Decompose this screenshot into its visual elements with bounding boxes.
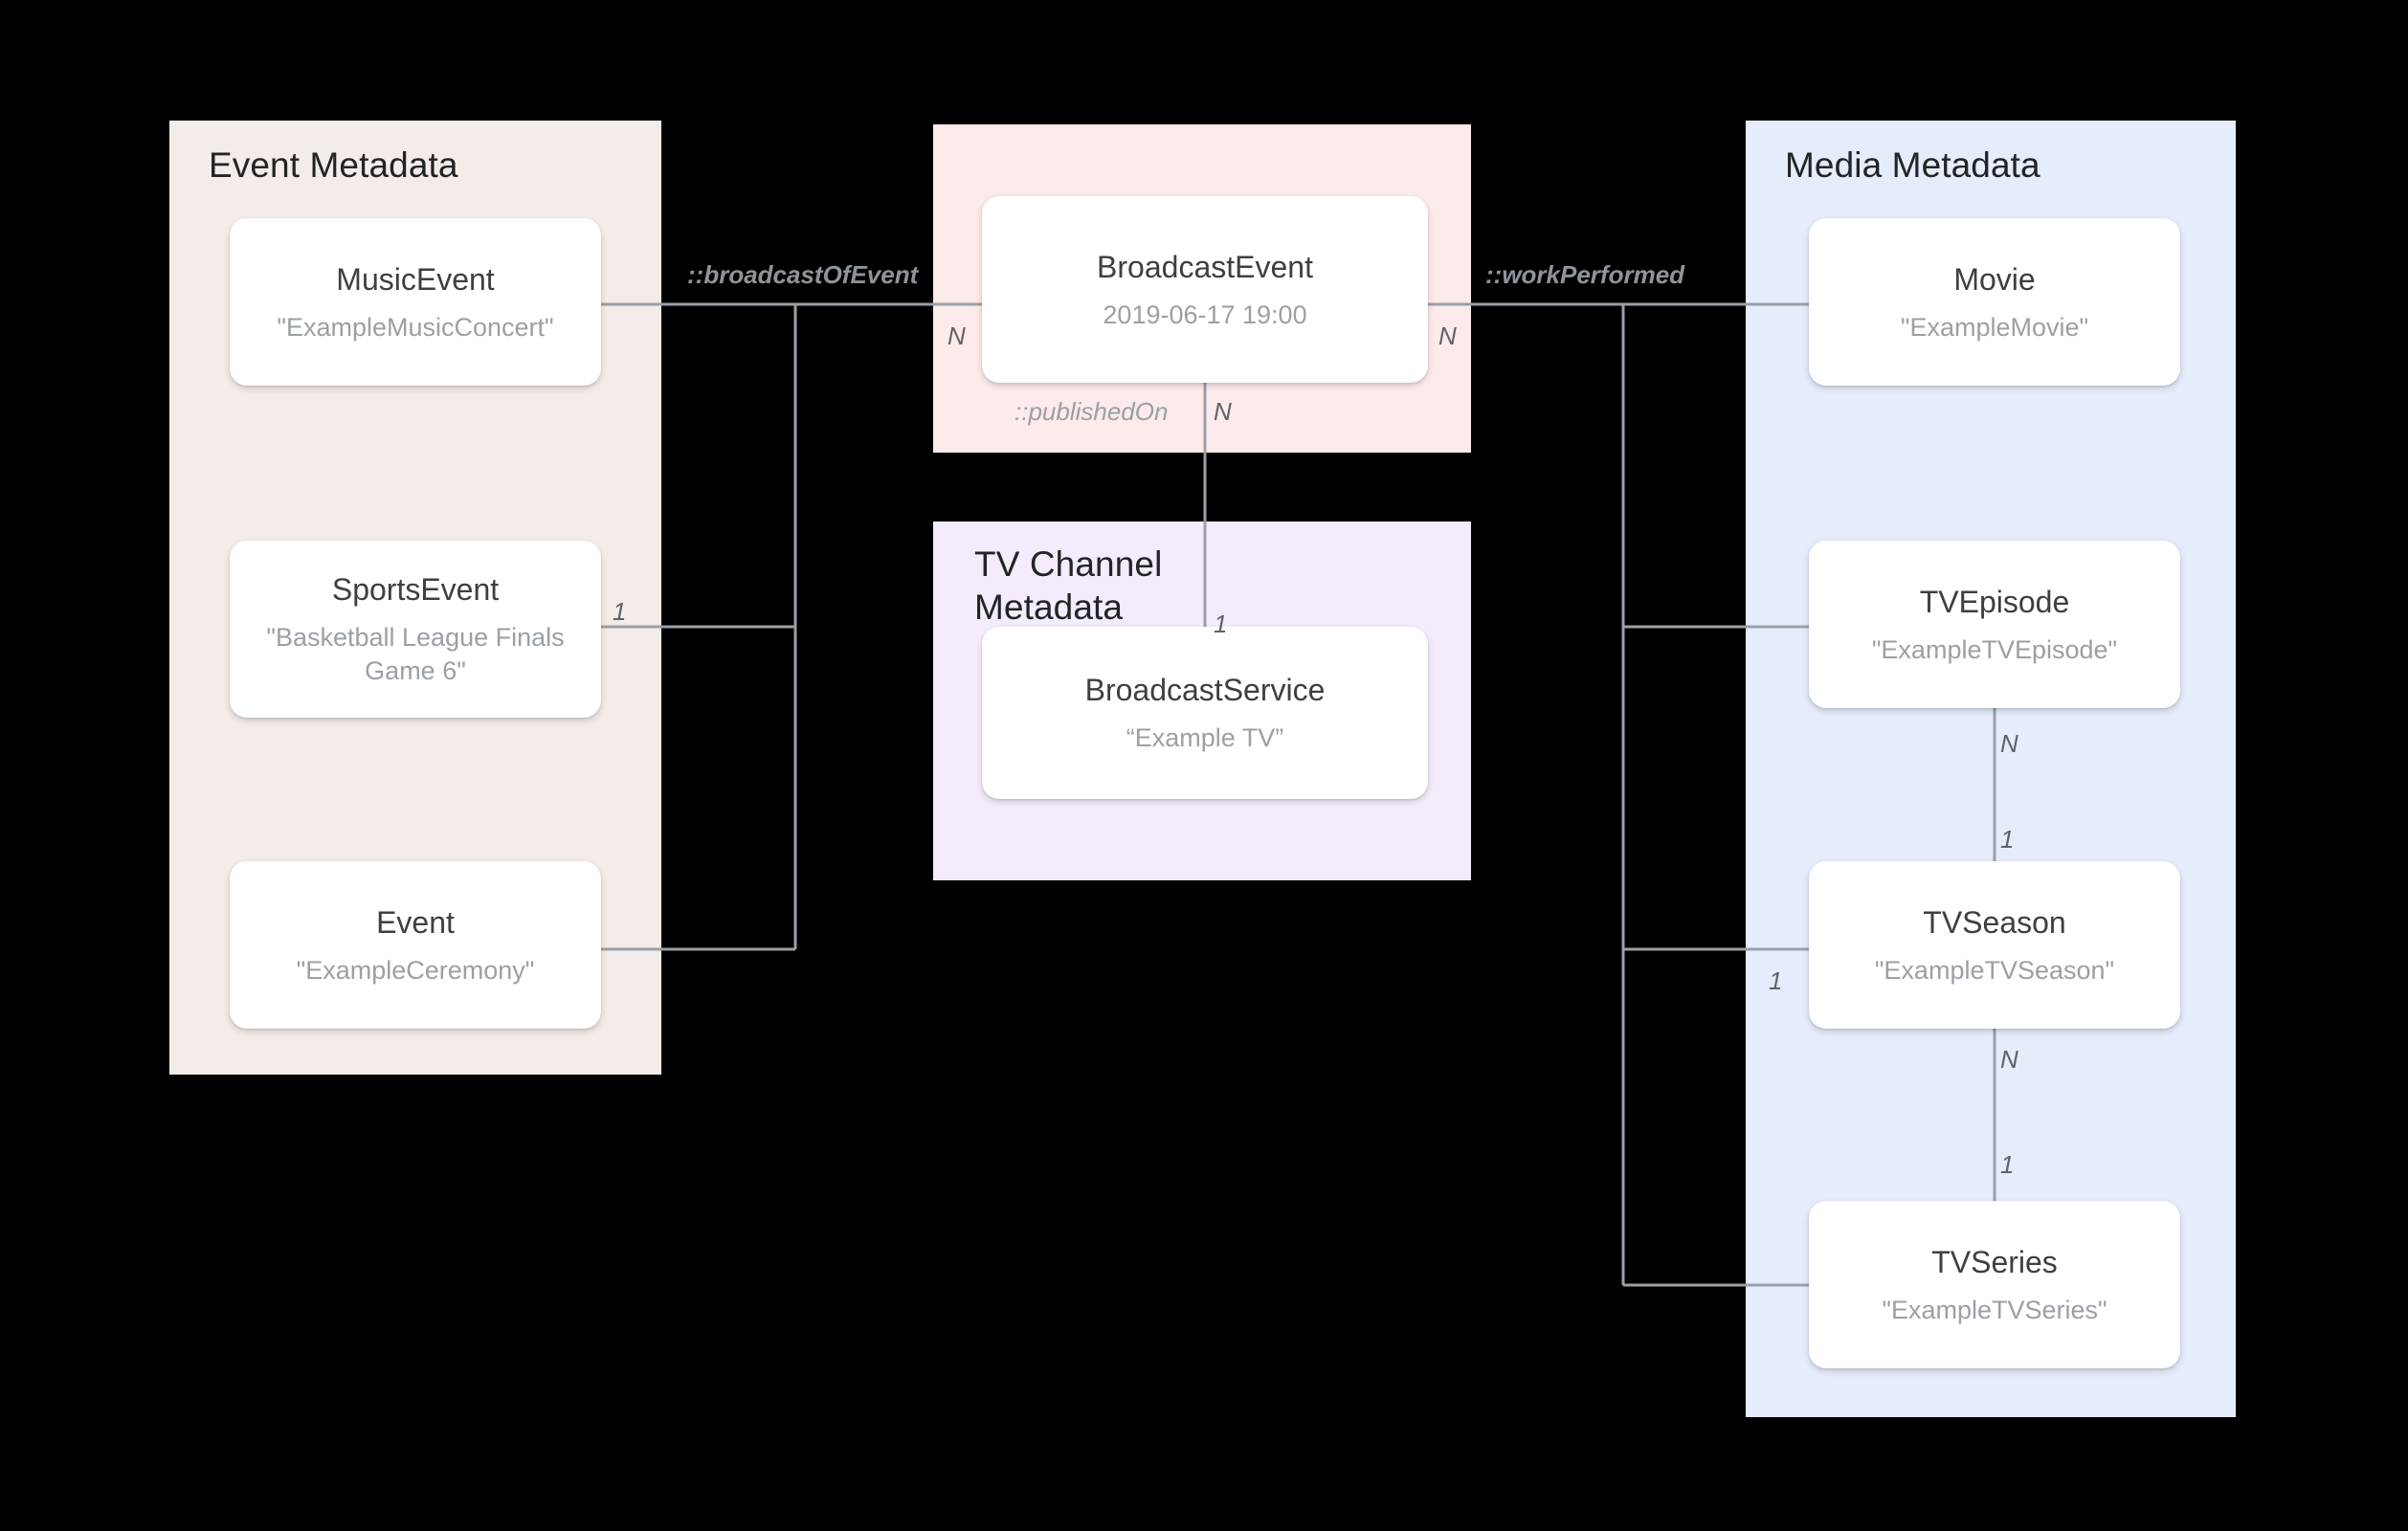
cardinality-tvepisode-n: N: [2000, 729, 2018, 758]
entity-value-label: 2019-06-17 19:00: [1103, 300, 1307, 329]
entity-type-label: Event: [376, 904, 455, 940]
entity-type-label: TVEpisode: [1919, 584, 2070, 619]
cardinality-tvseason-left-1: 1: [1769, 966, 1783, 995]
entity-card-musicevent[interactable]: MusicEvent "ExampleMusicConcert": [230, 218, 601, 386]
entity-value-label: “Example TV”: [1126, 723, 1284, 752]
entity-type-label: TVSeries: [1931, 1244, 2058, 1279]
entity-value-label: "ExampleMusicConcert": [277, 312, 554, 342]
relation-label-workperformed: ::workPerformed: [1485, 260, 1685, 289]
entity-value-label: "ExampleTVSeason": [1874, 955, 2115, 985]
entity-card-event[interactable]: Event "ExampleCeremony": [230, 861, 601, 1029]
entity-card-broadcastevent[interactable]: BroadcastEvent 2019-06-17 19:00: [982, 196, 1428, 383]
entity-card-movie[interactable]: Movie "ExampleMovie": [1809, 218, 2180, 386]
entity-value-label: "ExampleTVSeries": [1882, 1295, 2107, 1324]
entity-type-label: SportsEvent: [331, 572, 500, 607]
entity-value-label: "ExampleCeremony": [296, 955, 535, 985]
cardinality-broadcastevent-right: N: [1438, 322, 1457, 350]
cardinality-sportsevent-1: 1: [613, 597, 627, 626]
cardinality-publishedon-n: N: [1214, 397, 1232, 426]
entity-card-tvseries[interactable]: TVSeries "ExampleTVSeries": [1809, 1201, 2180, 1368]
entity-type-label: TVSeason: [1923, 904, 2066, 940]
relation-label-publishedon: ::publishedOn: [1014, 397, 1169, 426]
cardinality-broadcastevent-left: N: [948, 322, 966, 350]
entity-card-broadcastservice[interactable]: BroadcastService “Example TV”: [982, 627, 1428, 799]
entity-type-label: MusicEvent: [336, 261, 495, 297]
entity-card-tvepisode[interactable]: TVEpisode "ExampleTVEpisode": [1809, 541, 2180, 708]
relation-label-broadcastofevent: ::broadcastOfEvent: [687, 260, 919, 289]
cardinality-broadcastservice-1: 1: [1214, 610, 1228, 638]
entity-type-label: BroadcastService: [1084, 673, 1326, 707]
entity-value-label: "Basketball League Finals Game 6": [266, 623, 565, 685]
entity-value-label: "ExampleMovie": [1900, 312, 2089, 342]
entity-card-sportsevent[interactable]: SportsEvent "Basketball League Finals Ga…: [230, 541, 601, 718]
entity-value-label: "ExampleTVEpisode": [1871, 634, 2118, 664]
entity-type-label: BroadcastEvent: [1097, 249, 1313, 284]
entity-card-tvseason[interactable]: TVSeason "ExampleTVSeason": [1809, 861, 2180, 1029]
panel-tv-channel-metadata-title: TV Channel Metadata: [974, 544, 1163, 627]
cardinality-tvseason-n: N: [2000, 1045, 2018, 1074]
panel-event-metadata-title: Event Metadata: [209, 145, 458, 185]
entity-type-label: Movie: [1953, 261, 2036, 297]
cardinality-tvseason-1: 1: [2000, 825, 2015, 854]
cardinality-tvseries-1: 1: [2000, 1150, 2015, 1179]
panel-media-metadata-title: Media Metadata: [1785, 145, 2040, 185]
